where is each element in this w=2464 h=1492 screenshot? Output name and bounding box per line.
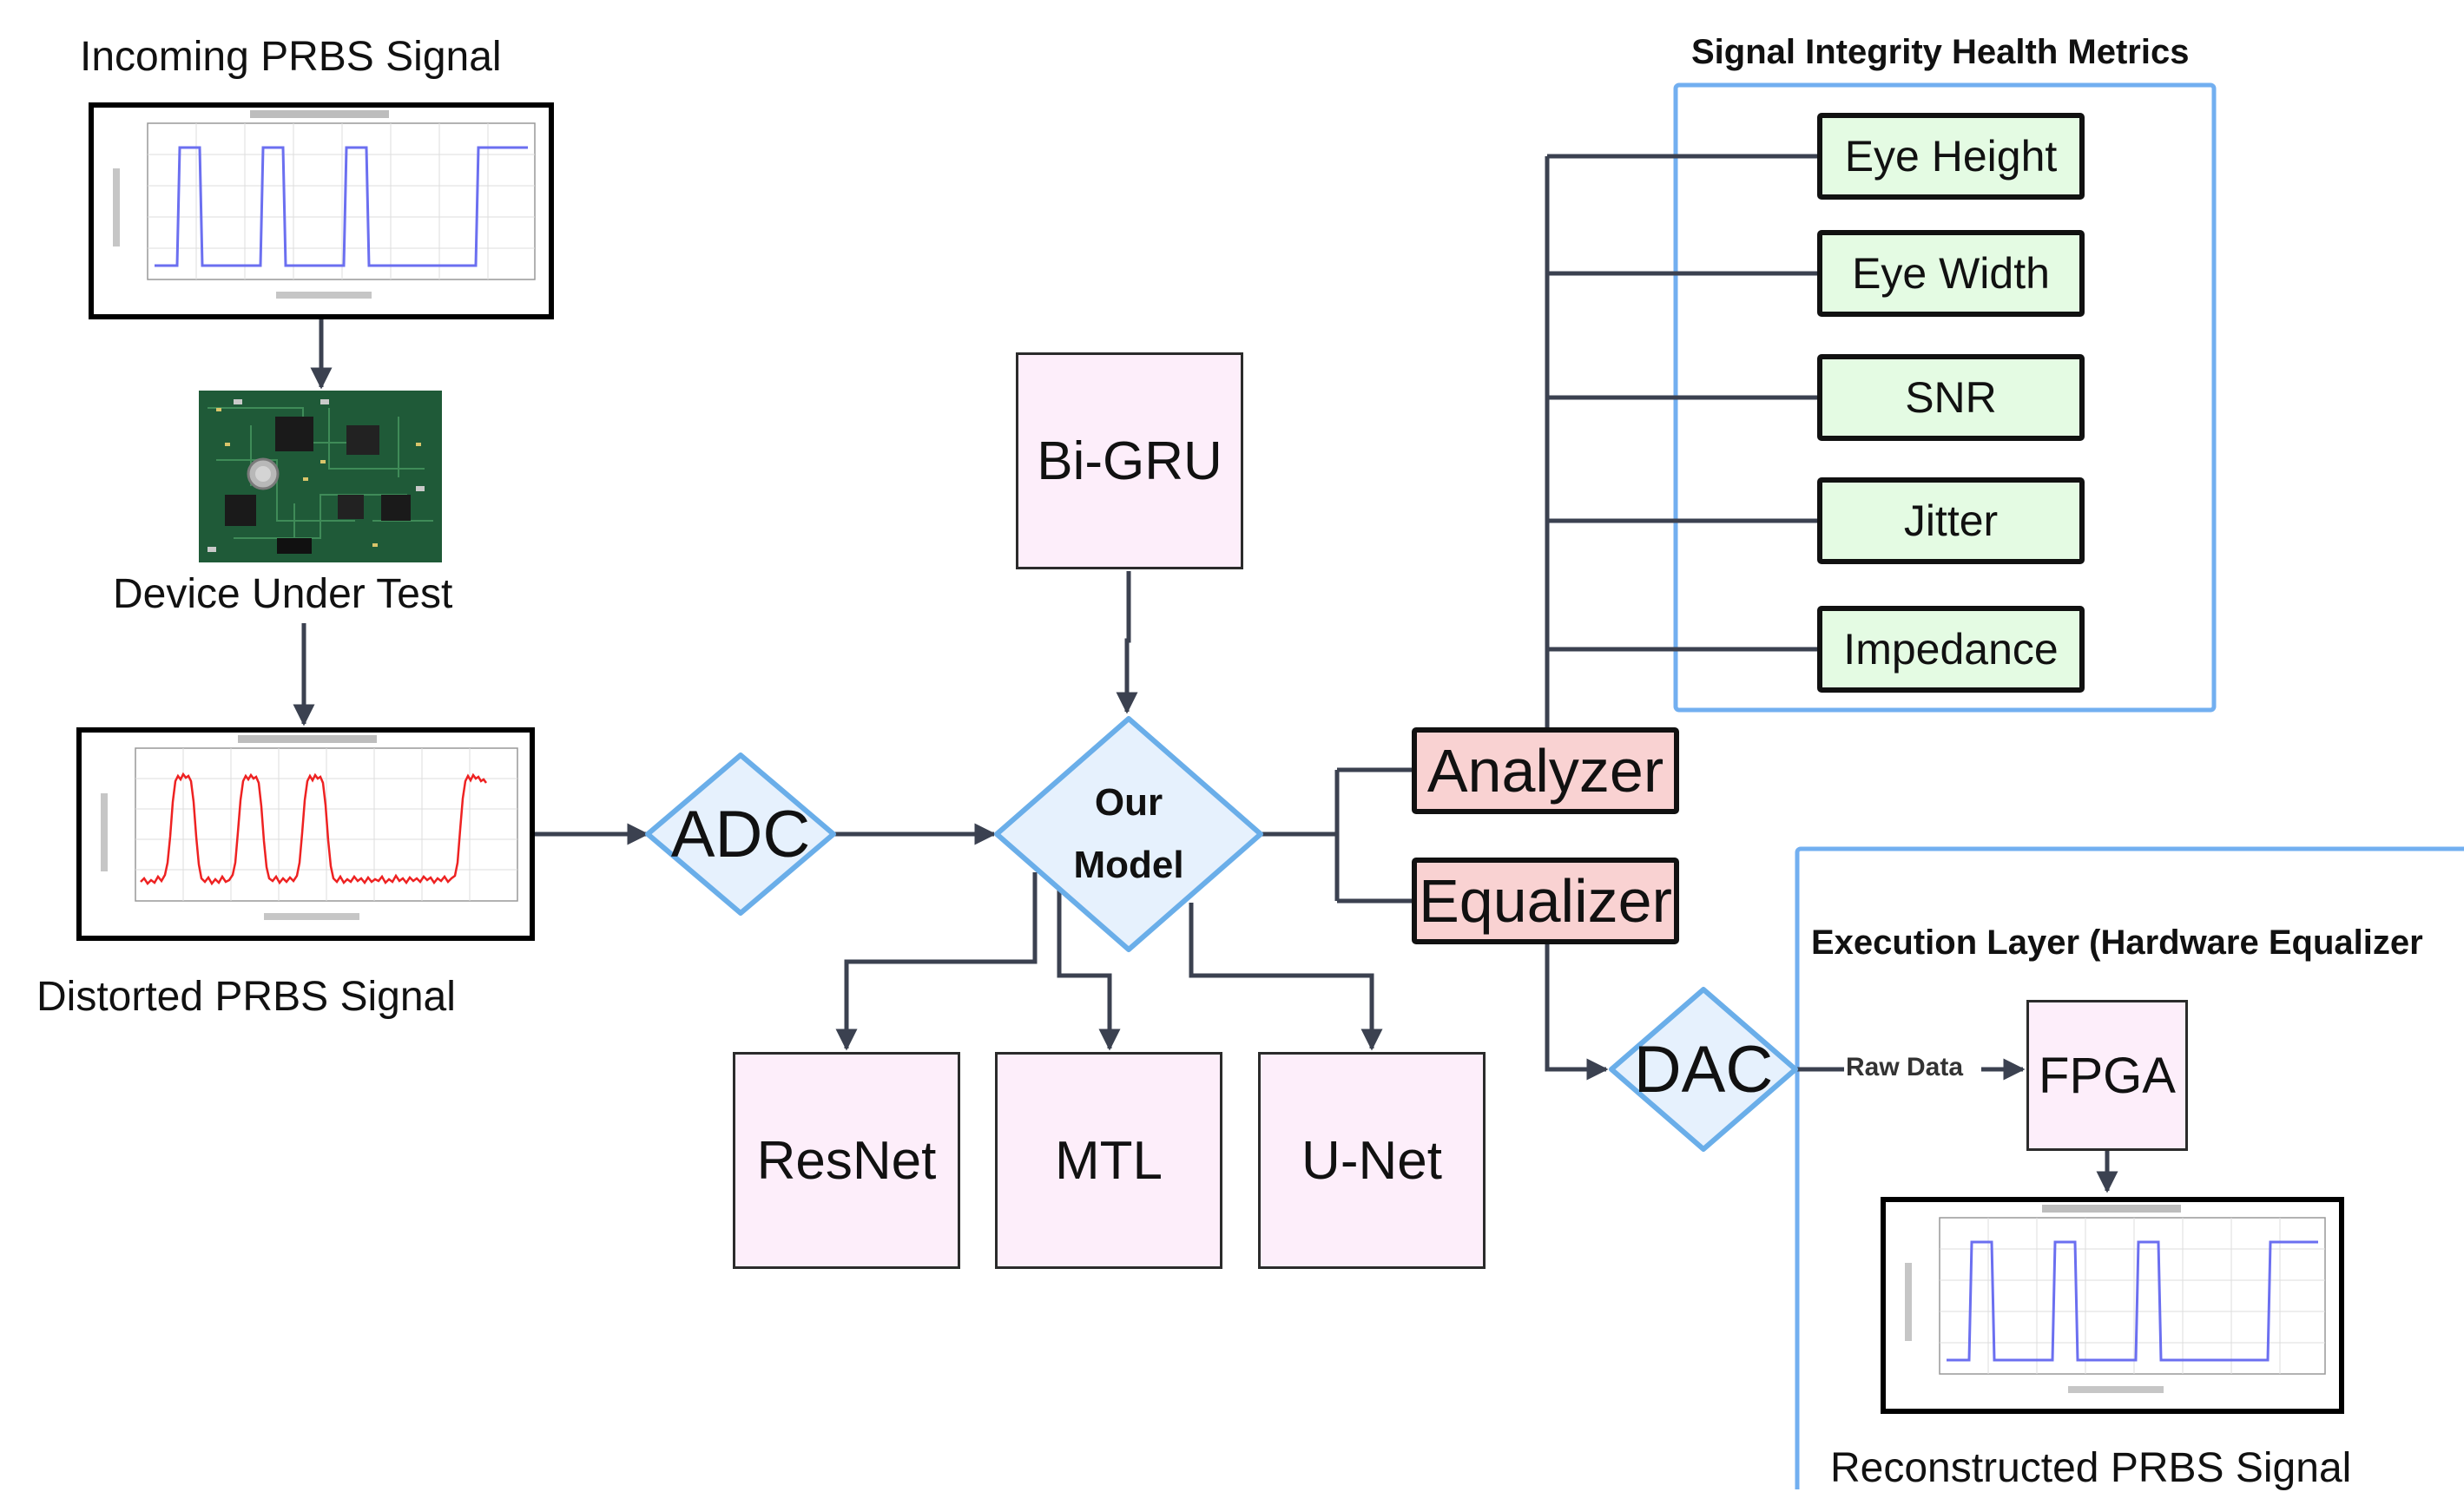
our-model-label-line1: Our xyxy=(1094,781,1163,824)
circuit-board-icon xyxy=(199,391,442,562)
metric-jitter-label: Jitter xyxy=(1903,496,1999,545)
reconstructed-signal-title: Reconstructed PRBS Signal xyxy=(1830,1445,2352,1491)
connector-model-mtl xyxy=(1057,890,1121,1051)
metric-jitter: Jitter xyxy=(1817,477,2085,564)
metric-impedance: Impedance xyxy=(1817,606,2085,693)
mtl-label: MTL xyxy=(1055,1130,1163,1191)
incoming-waveform xyxy=(113,110,536,299)
unet-box: U-Net xyxy=(1258,1052,1486,1269)
resnet-box: ResNet xyxy=(733,1052,960,1269)
raw-data-label: Raw Data xyxy=(1846,1053,1964,1081)
metric-eye-width-label: Eye Width xyxy=(1852,249,2050,298)
metrics-title: Signal Integrity Health Metrics xyxy=(1691,33,2190,71)
execution-container xyxy=(1795,846,2464,1489)
dac-node: DAC xyxy=(1611,989,1795,1149)
resnet-label: ResNet xyxy=(756,1130,937,1191)
equalizer-box: Equalizer xyxy=(1412,858,1679,944)
dac-diamond-shape xyxy=(1609,987,1798,1152)
fpga-label: FPGA xyxy=(2039,1047,2176,1104)
unet-label: U-Net xyxy=(1301,1130,1442,1191)
fpga-box: FPGA xyxy=(2026,1000,2188,1151)
reconstructed-waveform xyxy=(1905,1205,2326,1393)
analyzer-box: Analyzer xyxy=(1412,727,1679,814)
metric-impedance-label: Impedance xyxy=(1843,625,2059,674)
our-model-node: Our Model xyxy=(997,719,1261,950)
connector-bigru-model xyxy=(1116,571,1138,714)
connector-model-resnet xyxy=(835,872,1038,1051)
equalizer-label: Equalizer xyxy=(1419,867,1672,935)
dut-label: Device Under Test xyxy=(113,571,453,617)
metric-eye-height-label: Eye Height xyxy=(1844,132,2058,181)
bigru-box: Bi-GRU xyxy=(1016,352,1243,569)
adc-label: ADC xyxy=(670,797,811,871)
reconstructed-signal-plot xyxy=(1881,1197,2344,1414)
dut-pcb-image xyxy=(199,391,442,562)
mtl-box: MTL xyxy=(995,1052,1222,1269)
incoming-signal-title: Incoming PRBS Signal xyxy=(80,34,502,80)
analyzer-label: Analyzer xyxy=(1426,737,1664,805)
bigru-label: Bi-GRU xyxy=(1037,431,1222,491)
adc-diamond-shape xyxy=(645,753,836,916)
metric-snr-label: SNR xyxy=(1905,373,1997,422)
connector-equalizer-dac xyxy=(1545,944,1609,1081)
adc-node: ADC xyxy=(648,755,833,913)
metric-eye-height: Eye Height xyxy=(1817,113,2085,200)
execution-title: Execution Layer (Hardware Equalizer xyxy=(1811,923,2423,962)
incoming-signal-plot xyxy=(89,102,554,319)
our-model-label-line2: Model xyxy=(1073,844,1184,886)
metric-snr: SNR xyxy=(1817,354,2085,441)
dac-label: DAC xyxy=(1633,1032,1774,1107)
distorted-waveform xyxy=(101,735,518,920)
model-diamond-shape xyxy=(994,716,1263,952)
distorted-signal-title: Distorted PRBS Signal xyxy=(36,974,456,1020)
metric-eye-width: Eye Width xyxy=(1817,230,2085,317)
distorted-signal-plot xyxy=(76,727,535,941)
connector-model-unet xyxy=(1189,903,1383,1051)
